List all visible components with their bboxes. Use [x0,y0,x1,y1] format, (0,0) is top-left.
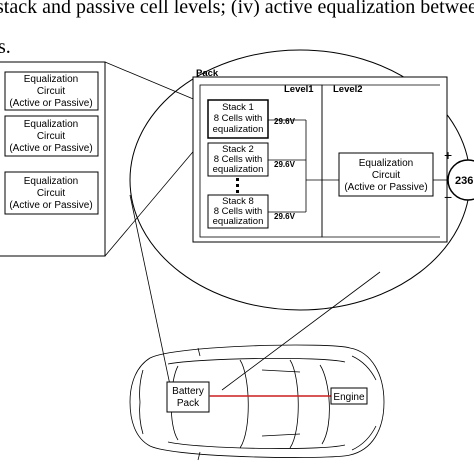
left-circuit-2-line-2: Circuit [37,131,66,142]
stack-2-voltage: 29.6V [274,160,296,169]
left-circuit-1-line-2: Circuit [37,86,66,97]
car-engine-label: Engine [333,392,365,403]
zoom-line-car-right [221,271,381,391]
left-circuit-3-line-1: Equalization [24,176,78,187]
stack-1: Stack 1 8 Cells with equalization [207,99,269,139]
left-circuit-3-line-3: (Active or Passive) [9,200,92,211]
stack-wiring [268,119,339,213]
left-circuit-3: Equalization Circuit (Active or Passive) [4,171,99,215]
stack-1-name: Stack 1 [222,102,254,113]
ellipsis-dots [236,178,239,193]
stack-2-name: Stack 2 [222,144,254,155]
caption-line-1: stack and passive cell levels; (iv) acti… [0,0,474,18]
stack-8: Stack 8 8 Cells with equalization [207,194,269,229]
left-circuit-1-line-3: (Active or Passive) [9,98,92,109]
stack-1-voltage: 29.6V [274,117,296,126]
stack-2-line-3: equalization [213,164,264,175]
pack-title: Pack [196,68,219,79]
output-voltage: 236 [455,175,473,187]
left-circuit-3-line-2: Circuit [37,188,66,199]
level2-label: Level2 [333,84,363,95]
stack-1-line-3: equalization [213,124,264,135]
stack-1-line-2: 8 Cells with [214,113,263,124]
level1-label: Level1 [284,84,314,95]
level2-circuit-line-3: (Active or Passive) [344,182,427,193]
stack-2: Stack 2 8 Cells with equalization [207,142,269,177]
stack-8-line-2: 8 Cells with [214,206,263,217]
level2-circuit-line-1: Equalization [359,158,413,169]
stack-8-name: Stack 8 [222,196,254,207]
car-battery-pack: Battery Pack [166,381,210,413]
minus-terminal: − [444,189,452,205]
plus-terminal: + [444,147,452,163]
car-outline [129,344,385,461]
car-battery-line-2: Pack [177,398,200,409]
left-circuit-1: Equalization Circuit (Active or Passive) [4,71,99,111]
stack-2-line-2: 8 Cells with [214,154,263,165]
stack-8-line-3: equalization [213,216,264,227]
car-battery-line-1: Battery [172,386,204,397]
level2-circuit-line-2: Circuit [372,170,401,181]
left-circuit-2-line-3: (Active or Passive) [9,143,92,154]
left-circuit-1-line-1: Equalization [24,74,78,85]
car-engine: Engine [330,387,368,405]
left-circuit-2-line-1: Equalization [24,119,78,130]
zoom-line-left-bottom [104,133,209,257]
caption-line-2: s. [0,36,11,58]
stack-8-voltage: 29.6V [274,212,296,221]
zoom-line-car-left [129,194,171,386]
level2-circuit: Equalization Circuit (Active or Passive) [338,152,434,197]
output-voltage-circle [447,159,474,201]
left-circuit-2: Equalization Circuit (Active or Passive) [4,115,99,157]
